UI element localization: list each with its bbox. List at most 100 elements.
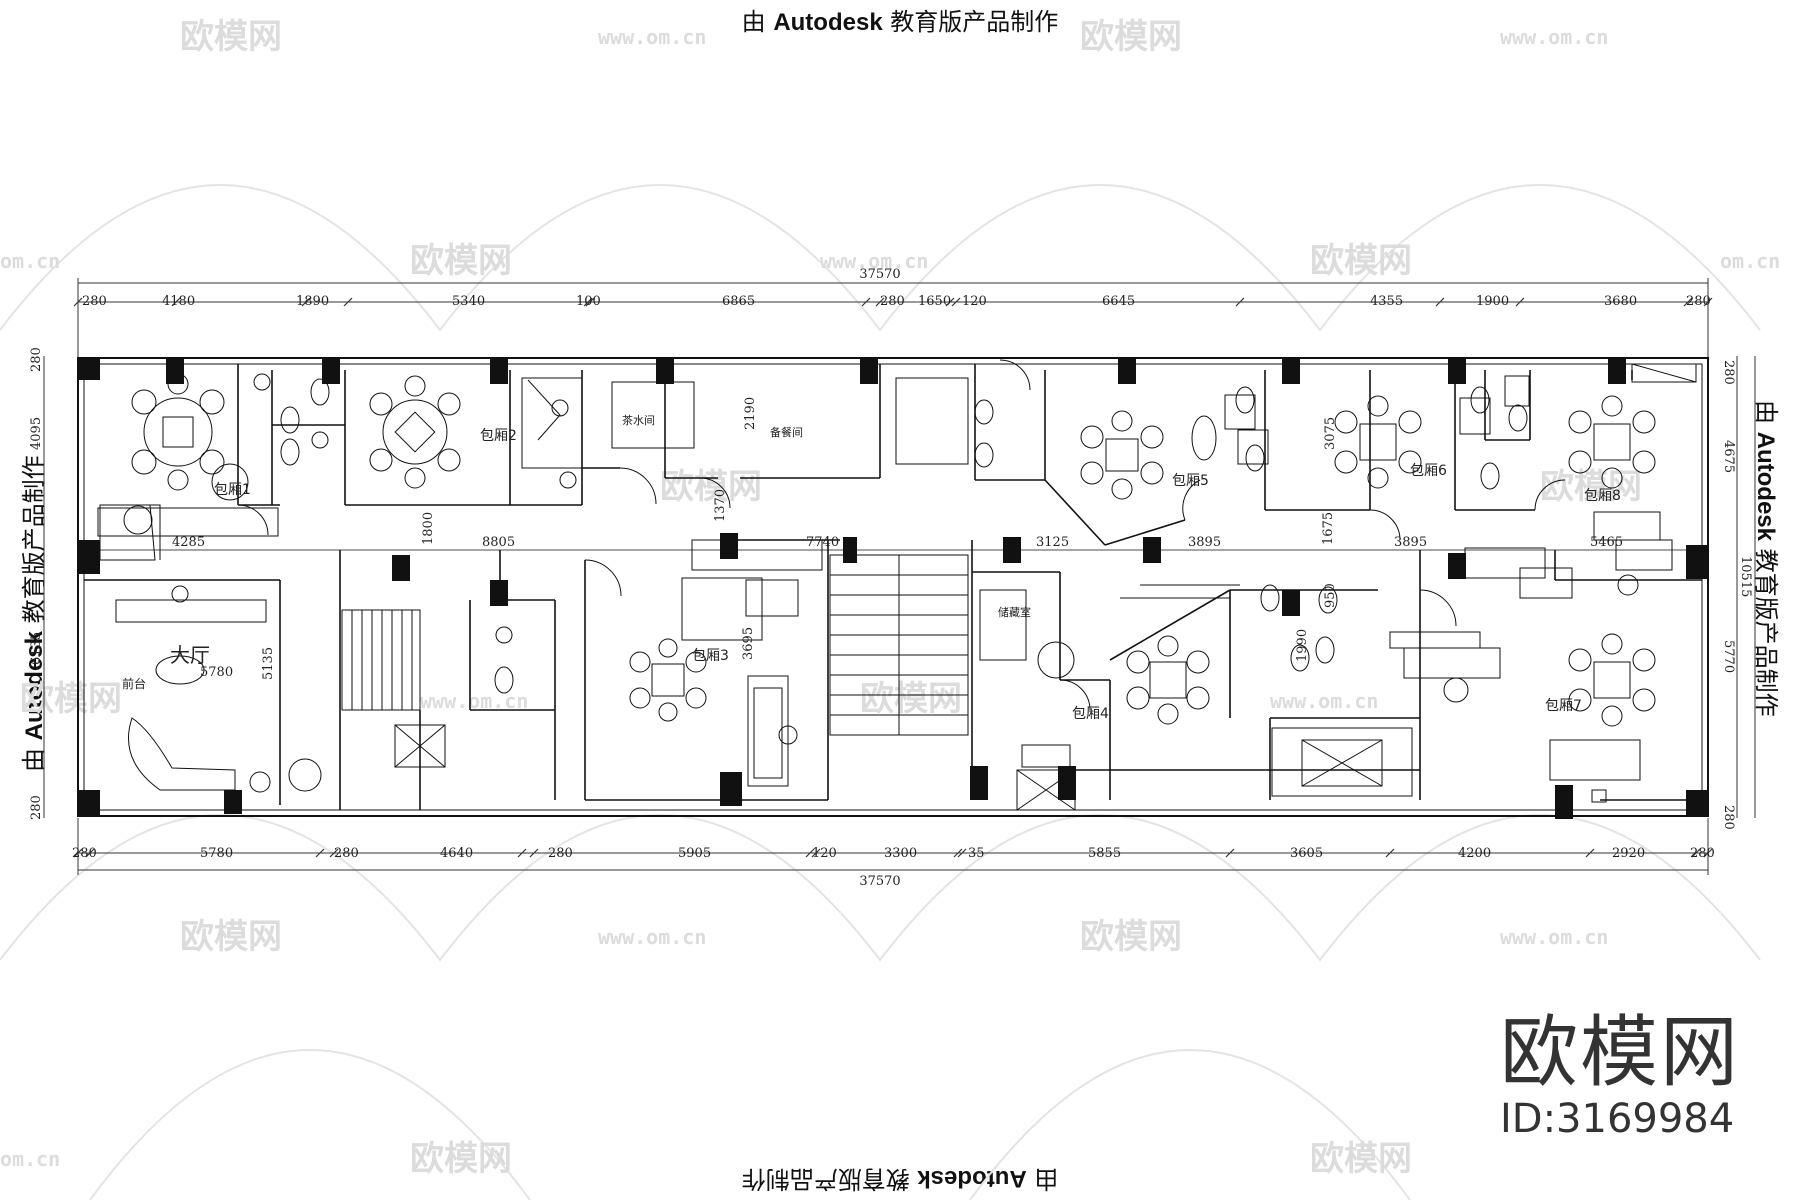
watermark-brand: 欧模网	[180, 17, 282, 57]
dim-interior: 950	[1323, 583, 1338, 608]
dimension-labels-top: 37570 280 4180 1890 5340 100 6865 280 16…	[82, 267, 1711, 309]
dim-label: 280	[1690, 846, 1715, 861]
dim-label: 4640	[440, 846, 473, 861]
dimension-tick	[945, 297, 955, 307]
room-label-reception: 前台	[122, 676, 146, 691]
sanitary-fixtures	[253, 373, 1528, 694]
dim-label: 10515	[1738, 556, 1753, 597]
dim-interior: 3695	[741, 627, 756, 660]
dimension-tick	[301, 297, 311, 307]
room-label-r3: 包厢3	[692, 648, 729, 664]
dimension-tick	[73, 297, 83, 307]
dim-interior: 3125	[1036, 535, 1069, 550]
watermark-brand: 欧模网	[410, 241, 512, 281]
watermark-layer: 欧模网 欧模网 www.om.cn www.om.cn 欧模网 欧模网 om.c…	[0, 17, 1780, 1179]
room-label-storage: 储藏室	[998, 605, 1031, 619]
dim-label: 280	[29, 795, 44, 820]
dimension-tick	[1385, 848, 1395, 858]
dim-label: 1890	[296, 294, 329, 309]
elevator-shafts	[394, 363, 1697, 811]
interior-dimensions: 4285 8805 1800 1370 2190 7740 3125 3895 …	[172, 397, 1623, 680]
dim-overall-bottom: 37570	[859, 874, 900, 889]
dim-interior: 5135	[261, 647, 276, 680]
room-label-r4: 包厢4	[1072, 706, 1109, 722]
dimension-lines	[43, 278, 1756, 875]
dim-label: 4675	[1721, 440, 1736, 473]
watermark-url: www.om.cn	[420, 689, 528, 713]
dimension-tick	[529, 848, 539, 858]
dimension-tick	[811, 848, 821, 858]
watermark-brand: 欧模网	[1540, 467, 1642, 507]
dim-interior: 5780	[200, 665, 233, 680]
door-swings	[237, 359, 1566, 711]
watermark-url: www.om.cn	[1270, 689, 1378, 713]
watermark-url: om.cn	[0, 249, 60, 273]
dim-label: 280	[82, 294, 107, 309]
watermark-url: www.om.cn	[1500, 925, 1608, 949]
watermark-url: www.om.cn	[820, 249, 928, 273]
dim-label: 280	[1721, 360, 1736, 385]
dimension-labels-bottom: 37570 280 5780 280 4640 280 5905 120 330…	[72, 846, 1715, 889]
dim-label: 120	[962, 294, 987, 309]
dimension-tick	[957, 848, 967, 858]
dimension-tick	[875, 297, 885, 307]
watermark-brand: 欧模网	[20, 679, 122, 719]
dim-label: 3605	[1290, 846, 1323, 861]
room-label-tea-room: 茶水间	[622, 414, 655, 427]
dim-overall-top: 37570	[859, 267, 900, 282]
room-label-r5: 包厢5	[1172, 473, 1209, 489]
edu-notice-top: 由 Autodesk 教育版产品制作	[741, 8, 1059, 36]
dim-interior: 7740	[806, 535, 839, 550]
dimension-tick	[343, 297, 353, 307]
dimension-tick	[315, 848, 325, 858]
stairs	[341, 554, 1240, 736]
dimension-ticks-top	[73, 297, 1713, 307]
watermark-url: om.cn	[0, 1147, 60, 1171]
dim-interior: 3895	[1188, 535, 1221, 550]
watermark-brand: 欧模网	[180, 917, 282, 957]
dim-label: 4095	[29, 417, 44, 450]
brand-logo: 欧模网 ID:3169984	[1500, 1010, 1740, 1142]
room-label-r6: 包厢6	[1410, 463, 1447, 479]
dim-interior: 5465	[1590, 535, 1623, 550]
dim-interior: 1800	[421, 512, 436, 545]
watermark-brand: 欧模网	[410, 1139, 512, 1179]
watermark-url: www.om.cn	[598, 925, 706, 949]
dim-label: 1900	[1476, 294, 1509, 309]
room-label-hall: 大厅	[170, 643, 210, 667]
room-labels: 包厢1 包厢2 包厢3 包厢4 包厢5 包厢6 包厢7 包厢8 大厅 前台 茶水…	[122, 414, 1621, 722]
dimension-labels-right: 280 4675 10515 5770 280	[1721, 360, 1753, 830]
watermark-url: om.cn	[1720, 249, 1780, 273]
dim-label: 280	[72, 846, 97, 861]
dining-sets	[131, 373, 1656, 727]
dimension-tick	[1435, 297, 1445, 307]
dim-interior: 8805	[482, 535, 515, 550]
dim-interior: 3075	[1323, 417, 1338, 450]
dimension-tick	[329, 848, 339, 858]
dimension-tick	[85, 848, 95, 858]
background-arcs	[0, 184, 1761, 1200]
watermark-url: www.om.cn	[1500, 25, 1608, 49]
dim-label: 5340	[452, 294, 485, 309]
watermark-brand: 欧模网	[1310, 1139, 1412, 1179]
dim-label: 35	[968, 846, 985, 861]
dimension-tick	[1691, 848, 1701, 858]
dimension-ticks-bottom	[73, 848, 1713, 858]
logo-id: ID:3169984	[1499, 1096, 1735, 1142]
dimension-tick	[583, 297, 593, 307]
dimension-tick	[861, 297, 871, 307]
dim-interior: 1675	[1321, 512, 1336, 545]
room-label-pantry: 备餐间	[770, 425, 803, 439]
logo-name: 欧模网	[1499, 1008, 1740, 1098]
dimension-tick	[73, 848, 83, 858]
dim-interior: 3895	[1394, 535, 1427, 550]
dim-interior: 2190	[743, 397, 758, 430]
dimension-tick	[1515, 297, 1525, 307]
room-label-r8: 包厢8	[1584, 488, 1621, 504]
dim-label: 3300	[884, 846, 917, 861]
dim-label: 4180	[162, 294, 195, 309]
dimension-tick	[1703, 297, 1713, 307]
column-pillars	[78, 358, 1708, 819]
dim-label: 4355	[1370, 294, 1403, 309]
